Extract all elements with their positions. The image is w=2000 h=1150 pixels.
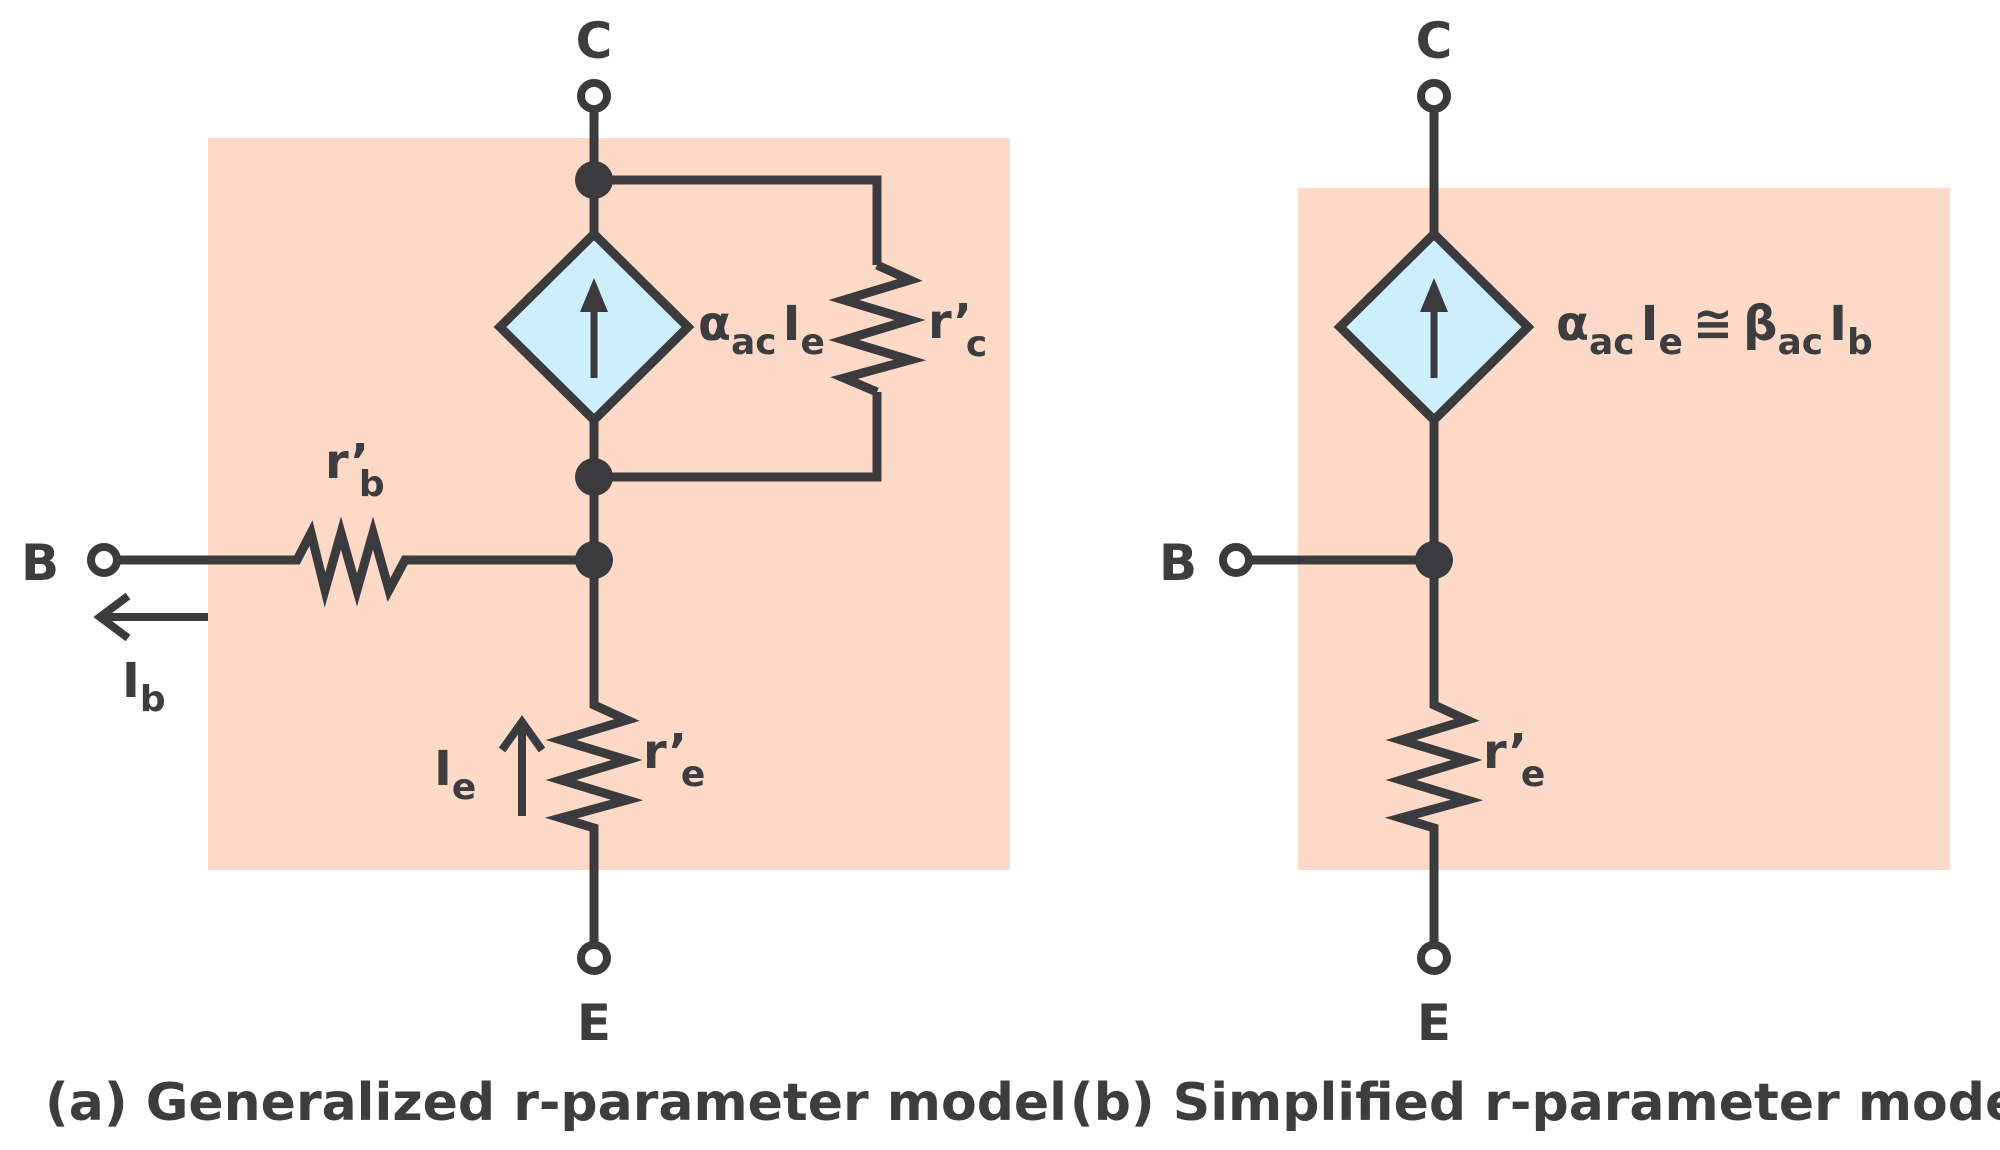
model-a-source-up-arrow-icon [580,278,608,312]
model-b-diamond-current-source-icon [1333,227,1535,427]
model-b-emitter-terminal [1417,941,1451,975]
model-a-rb-label: r’b [325,434,385,505]
model-a-rc-bottom-wire [594,392,882,482]
model-b-terminal-c-label: C [1416,12,1453,70]
model-a-diamond-current-source-icon [493,227,695,427]
model-a-junction-base [575,541,613,579]
model-b-collector-terminal [1417,79,1451,113]
model-a-base-terminal [87,543,121,577]
model-a-terminal-b-label: B [21,534,59,592]
model-a-rc-top-wire [594,175,882,265]
model-a-junction-top [575,161,613,199]
model-b-re-label: r’e [1483,724,1545,795]
model-b-caption: (b) Simplified r-parameter model [1070,1073,2000,1133]
model-a-ie-up-arrow-icon [498,715,546,816]
model-a-emitter-terminal [577,941,611,975]
model-a-rc-resistor-icon [828,260,927,397]
model-a-junction-middle [575,458,613,496]
model-b-terminal-e-label: E [1417,994,1451,1052]
model-b-terminal-b-label: B [1159,534,1197,592]
model-b-junction-base [1415,541,1453,579]
model-a-terminal-c-label: C [576,12,613,70]
model-b-base-terminal [1219,543,1253,577]
model-a-base-wire [104,516,594,608]
model-a-caption: (a) Generalized r-parameter model [45,1073,1067,1133]
model-a-rc-label: r’c [928,294,987,365]
model-a-collector-terminal [577,79,611,113]
model-a-ie-label: Ie [434,741,476,808]
model-a-emitter-wire [544,560,644,958]
model-a-ib-label: Ib [122,653,166,720]
model-a-terminal-e-label: E [577,994,611,1052]
model-a-re-label: r’e [643,724,705,795]
model-b-emitter-wire [1384,560,1484,958]
model-b-source-up-arrow-icon [1420,278,1448,312]
model-a-ib-left-arrow-icon [93,592,208,642]
